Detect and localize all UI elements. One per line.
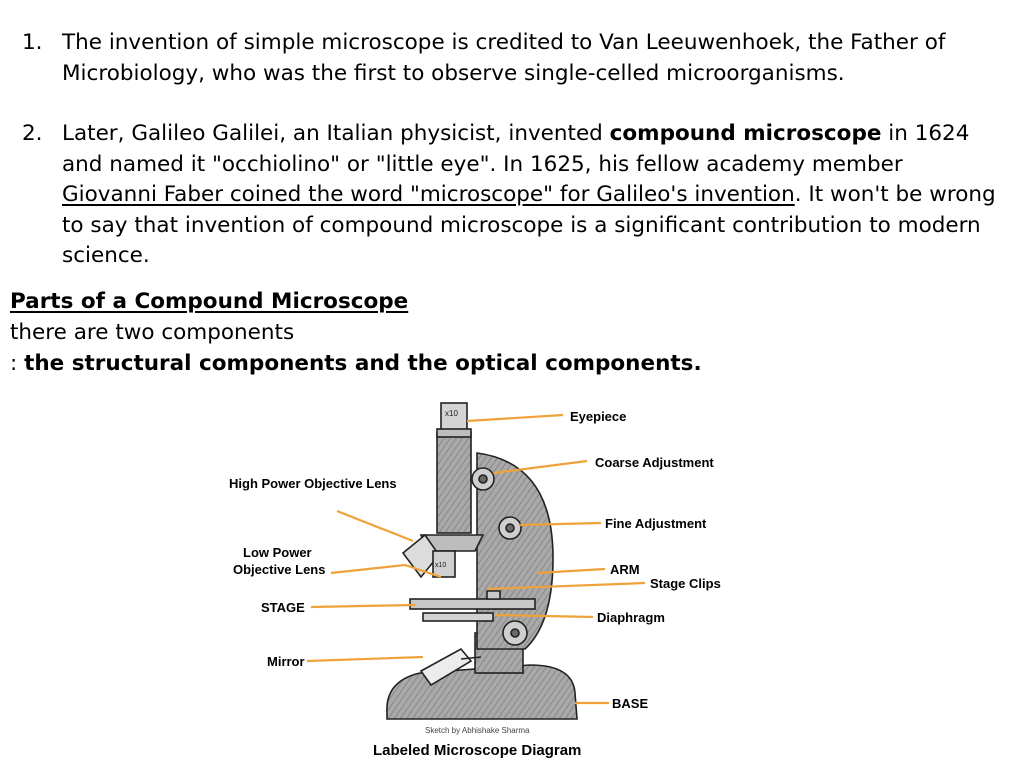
- label-high-power-objective: High Power Objective Lens: [229, 476, 397, 491]
- label-diaphragm: Diaphragm: [597, 610, 665, 625]
- eyepiece-magnification: x10: [445, 409, 458, 418]
- underlined-phrase: Giovanni Faber coined the word "microsco…: [62, 182, 795, 207]
- label-low-power-line-1: Low Power: [243, 545, 312, 560]
- label-fine-adjustment: Fine Adjustment: [605, 516, 707, 531]
- microscope-illustration: x10 x10: [386, 402, 578, 720]
- parts-line: there are two components: [10, 320, 295, 345]
- bold-term: compound microscope: [609, 121, 882, 146]
- text-segment: :: [10, 351, 25, 376]
- list-item: 2. Later, Galileo Galilei, an Italian ph…: [22, 119, 997, 272]
- parts-heading: Parts of a Compound Microscope: [10, 289, 409, 314]
- label-eyepiece: Eyepiece: [570, 409, 626, 424]
- leader-lines: [306, 413, 646, 705]
- diagram-caption: Labeled Microscope Diagram: [373, 742, 581, 759]
- objective-magnification: x10: [435, 562, 446, 569]
- list-number: 1.: [22, 30, 43, 55]
- text-segment: . It won't be wrong to say that inventio…: [62, 182, 996, 268]
- text-segment: Later, Galileo Galilei, an Italian physi…: [62, 121, 610, 146]
- label-mirror: Mirror: [267, 654, 305, 669]
- list-text: Later, Galileo Galilei, an Italian physi…: [62, 119, 997, 272]
- list-number: 2.: [22, 121, 43, 146]
- label-stage-clips: Stage Clips: [650, 576, 721, 591]
- text-segment: in 1624 and named it "occhiolino" or "li…: [62, 121, 970, 177]
- sketch-credit: Sketch by Abhishake Sharma: [425, 726, 530, 735]
- parts-section: Parts of a Compound Microscope there are…: [10, 286, 1010, 379]
- label-low-power-line-2: Objective Lens: [233, 562, 325, 577]
- list-item: 1. The invention of simple microscope is…: [22, 28, 997, 89]
- label-base: BASE: [612, 696, 648, 711]
- part-labels: Eyepiece Coarse Adjustment High Power Ob…: [229, 409, 721, 759]
- parts-line: : the structural components and the opti…: [10, 348, 1010, 379]
- microscope-diagram: x10 x10: [229, 402, 721, 759]
- history-list: 1. The invention of simple microscope is…: [22, 28, 997, 272]
- label-arm: ARM: [610, 562, 640, 577]
- label-stage: STAGE: [261, 600, 305, 615]
- bold-phrase: the structural components and the optica…: [24, 351, 702, 376]
- list-text: The invention of simple microscope is cr…: [62, 30, 946, 86]
- label-coarse-adjustment: Coarse Adjustment: [595, 455, 714, 470]
